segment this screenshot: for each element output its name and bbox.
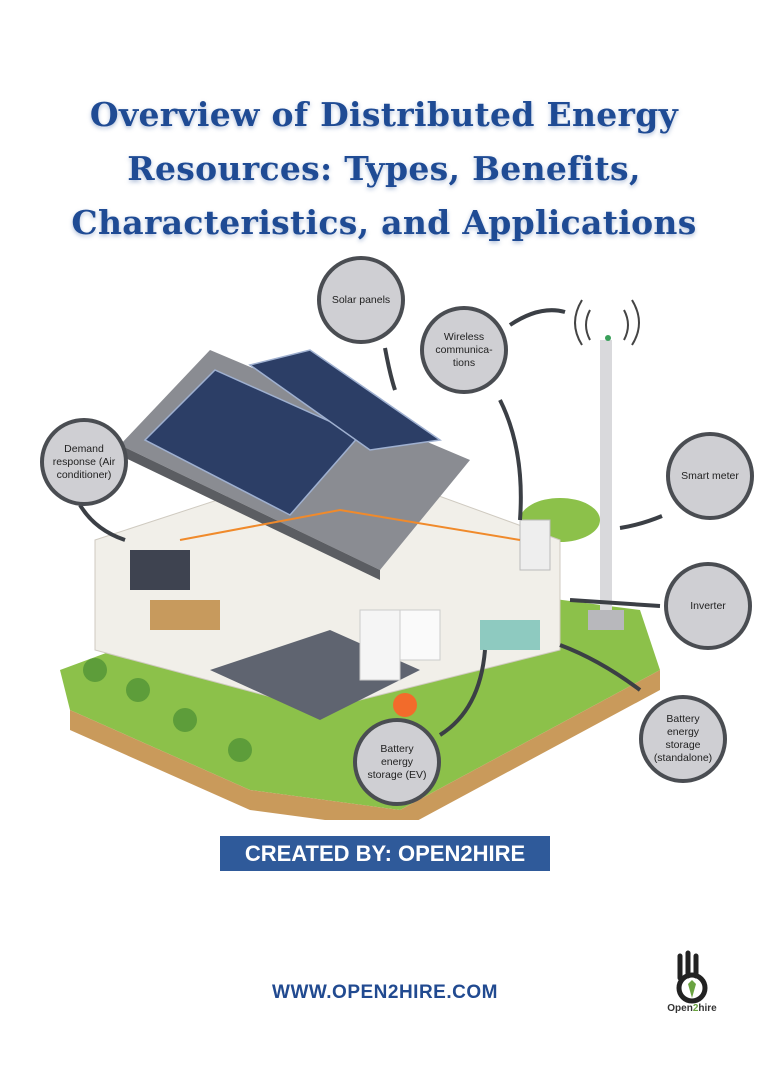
label-inverter: Inverter bbox=[664, 562, 752, 650]
utility-pole bbox=[600, 340, 612, 630]
open2hire-logo-icon bbox=[676, 950, 708, 1004]
page-title: Overview of Distributed Energy Resources… bbox=[0, 88, 768, 250]
solar-panel-array bbox=[143, 349, 442, 516]
label-demand-response: Demand response (Air conditioner) bbox=[40, 418, 128, 506]
logo-wordmark: Open2hire bbox=[667, 1003, 717, 1014]
ground-edge bbox=[70, 670, 660, 820]
website-url[interactable]: WWW.OPEN2HIRE.COM bbox=[272, 982, 498, 1003]
roof-edge bbox=[115, 445, 380, 580]
title-line-3: Characteristics, and Applications bbox=[71, 203, 697, 242]
house-illustration bbox=[60, 299, 663, 820]
label-solar-panels: Solar panels bbox=[317, 256, 405, 344]
label-battery-ev: Battery energy storage (EV) bbox=[353, 718, 441, 806]
antenna-icon bbox=[574, 299, 640, 346]
title-line-1: Overview of Distributed Energy bbox=[89, 95, 679, 134]
title-line-2: Resources: Types, Benefits, bbox=[127, 149, 641, 188]
label-wireless-communications: Wireless communica-tions bbox=[420, 306, 508, 394]
label-smart-meter: Smart meter bbox=[666, 432, 754, 520]
label-battery-standalone: Battery energy storage (standalone) bbox=[639, 695, 727, 783]
callout-arrows bbox=[78, 308, 663, 737]
created-by-banner: CREATED BY: OPEN2HIRE bbox=[220, 836, 550, 871]
